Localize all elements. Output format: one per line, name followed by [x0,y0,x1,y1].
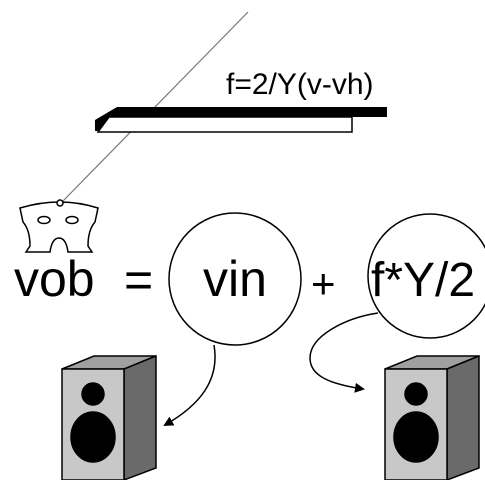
arrow-right [309,312,379,393]
speaker-left-icon [61,354,157,480]
formula-label: f=2/Y(v-vh) [226,68,374,101]
ftimesY-circle [367,213,485,339]
violin-bridge-icon [19,199,99,253]
arrow-left [163,344,216,426]
vob-label: vob [14,251,95,307]
vin-circle [168,212,302,346]
speaker-right-icon [384,354,480,480]
fingerboard-bar [95,107,387,133]
plus-sign: + [311,260,336,307]
vin-label: vin [203,251,267,307]
ftimesY-label: f*Y/2 [371,254,475,307]
equals-sign: = [124,252,153,308]
